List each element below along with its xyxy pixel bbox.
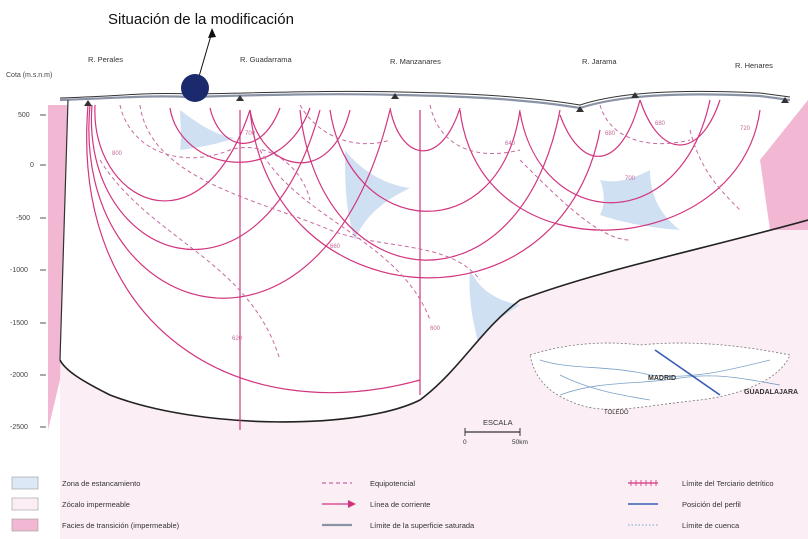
y-tick-label: 0	[30, 162, 34, 169]
eq-label: 700	[625, 176, 636, 182]
legend-label: Límite de la superficie saturada	[370, 521, 475, 530]
tertiary-boundary	[59, 219, 808, 423]
left-boundary	[59, 99, 69, 361]
stagnation-zone-4	[469, 270, 520, 342]
annotation-pointer	[197, 31, 213, 81]
legend-label: Facies de transición (impermeable)	[62, 521, 180, 530]
river-label-guadarrama: R. Guadarrama	[240, 55, 293, 64]
eq-label: 700	[245, 131, 256, 137]
y-tick-label: -1000	[10, 267, 28, 274]
modification-marker	[181, 74, 209, 102]
inset-label-toledo: TOLEDO	[604, 410, 629, 416]
eq-label: 660	[330, 244, 341, 250]
y-tick-label: 500	[18, 112, 30, 119]
y-tick-label: -500	[16, 215, 30, 222]
scale-bar: ESCALA 0 50km	[463, 418, 528, 446]
inset-label-guadalajara: GUADALAJARA	[744, 389, 798, 396]
scale-left: 0	[463, 439, 467, 446]
scale-right: 50km	[512, 439, 528, 446]
stagnation-zone-1	[180, 110, 235, 150]
y-axis-title: Cota (m.s.n.m)	[6, 72, 52, 79]
left-transition-facies	[48, 105, 68, 430]
eq-label: 720	[740, 126, 751, 132]
legend-label: Zona de estancamiento	[62, 479, 140, 488]
annotation-arrowhead	[208, 28, 216, 38]
right-transition-facies	[760, 100, 808, 230]
legend-swatch-basement	[11, 497, 39, 511]
legend-label: Posición del perfil	[682, 500, 741, 509]
ground-surface-line	[59, 90, 791, 106]
y-axis: Cota (m.s.n.m) 500 0 -500 -1000 -1500 -2…	[6, 72, 52, 431]
annotation-text: Situación de la modificación	[108, 11, 294, 28]
y-tick-label: -1500	[10, 320, 28, 327]
legend-label: Equipotencial	[370, 479, 415, 488]
eq-label: 640	[505, 141, 516, 147]
legend: Zona de estancamiento Zócalo impermeable…	[11, 476, 774, 532]
y-tick-label: -2500	[10, 424, 28, 431]
equipotential-lines	[99, 104, 741, 361]
legend-swatch-transition	[11, 518, 39, 532]
basement-zone	[60, 220, 808, 539]
y-tick-label: -2000	[10, 372, 28, 379]
inset-label-madrid: MADRID	[648, 375, 676, 382]
eq-label: 620	[232, 336, 243, 342]
eq-label: 680	[655, 121, 666, 127]
river-label-jarama: R. Jarama	[582, 57, 617, 66]
legend-label: Línea de corriente	[370, 500, 430, 509]
saturated-surface-line	[59, 93, 791, 110]
legend-label: Zócalo impermeable	[62, 500, 130, 509]
inset-map: MADRID GUADALAJARA TOLEDO	[529, 342, 798, 416]
river-label-manzanares: R. Manzanares	[390, 57, 441, 66]
eq-label: 800	[112, 151, 123, 157]
legend-swatch-stagnation	[11, 476, 39, 490]
river-label-henares: R. Henares	[735, 61, 773, 70]
eq-label: 680	[605, 131, 616, 137]
flow-lines	[86, 99, 761, 430]
equipotential-labels: 800 700 660 620 600 640 680 700 680 720	[112, 121, 751, 342]
stagnation-zone-3	[600, 170, 680, 230]
river-label-perales: R. Perales	[88, 55, 123, 64]
river-markers	[84, 92, 789, 112]
legend-label: Límite de cuenca	[682, 521, 740, 530]
scale-title: ESCALA	[483, 418, 513, 427]
legend-arrowhead	[348, 500, 356, 508]
legend-label: Límite del Terciario detrítico	[682, 479, 774, 488]
eq-label: 600	[430, 326, 441, 332]
